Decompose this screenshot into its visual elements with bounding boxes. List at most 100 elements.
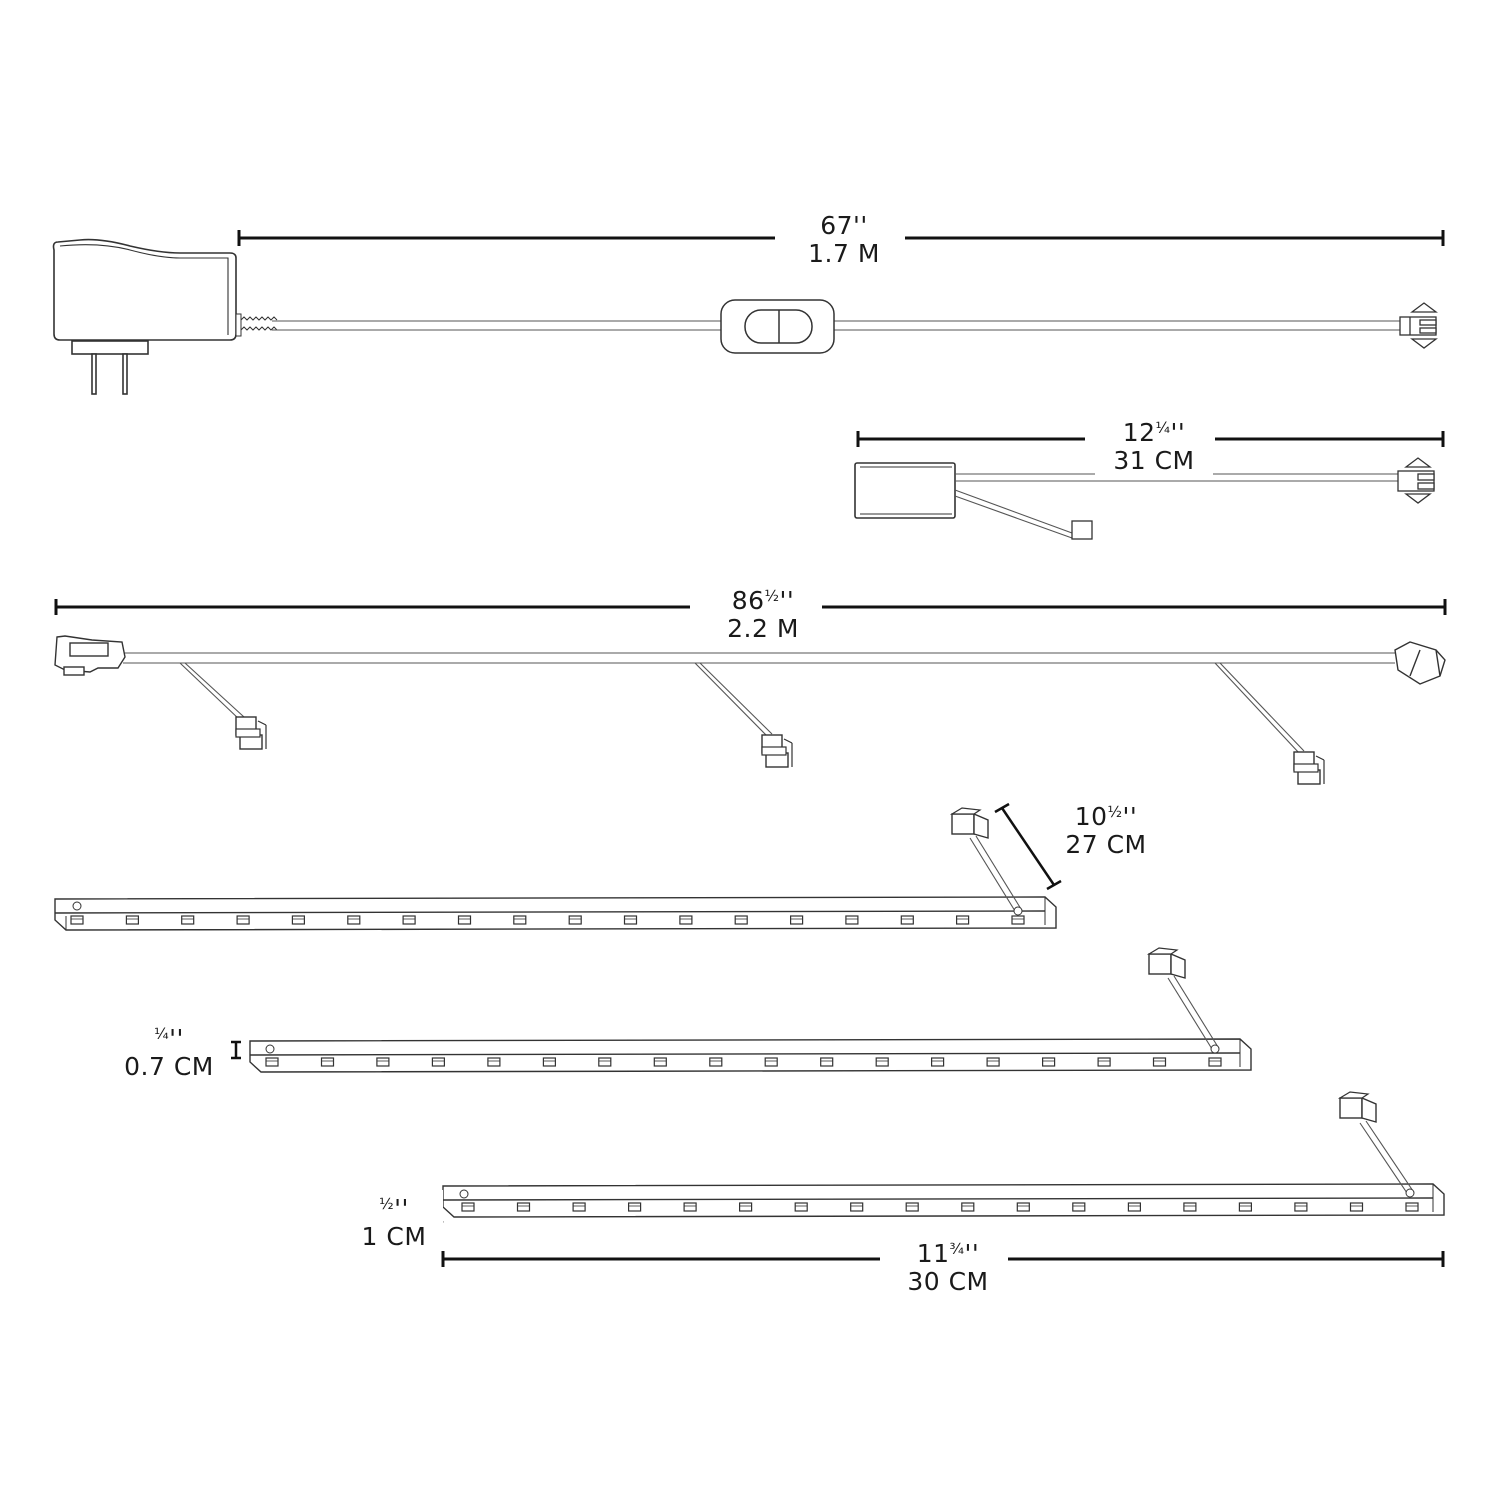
dimension-label-module: 12¼'' 31 CM [1095, 414, 1213, 475]
strain-relief-icon [235, 313, 278, 337]
bar-body [54, 896, 1057, 931]
led-chip-icon [181, 915, 195, 925]
led-chip-icon [961, 1202, 975, 1212]
led-chip-icon [734, 915, 748, 925]
led-chip-icon [900, 915, 914, 925]
metric-value: 30 CM [907, 1267, 989, 1296]
metric-value: 0.7 CM [124, 1052, 214, 1081]
led-chip-icon [568, 915, 582, 925]
power-adapter-assembly [52, 230, 1445, 395]
led-chip-icon [1208, 1057, 1222, 1067]
led-chip-icon [542, 1057, 557, 1067]
led-chip-icon [789, 915, 804, 925]
wall-adapter-icon [52, 238, 237, 395]
led-chip-icon [845, 915, 859, 925]
bar-body [442, 1183, 1445, 1218]
metric-value: 1.7 M [808, 239, 880, 268]
led-chip-icon [1294, 1202, 1308, 1212]
led-chip-icon [431, 1057, 445, 1067]
branch-connector-2-icon [761, 734, 793, 768]
dimension-line-adapter [237, 230, 1445, 246]
led-chip-icon [1152, 1057, 1167, 1067]
led-chip-icon [265, 1057, 279, 1067]
imperial-value: 10½'' [1074, 802, 1138, 831]
dimension-height-marker [231, 1040, 241, 1060]
led-chip-icon [875, 1057, 889, 1067]
led-chip-icon [598, 1057, 612, 1067]
led-chip-icon [320, 1057, 335, 1067]
led-chip-icon [1097, 1057, 1111, 1067]
led-chip-icon [461, 1202, 475, 1212]
metric-value: 2.2 M [727, 614, 799, 643]
led-chip-icon [905, 1202, 919, 1212]
led-chip-icon [1183, 1202, 1197, 1212]
light-bar-2 [231, 947, 1252, 1073]
led-chip-icon [683, 1202, 697, 1212]
dimension-label-lead: 10½'' 27 CM [1052, 798, 1160, 859]
bar-lead [969, 835, 1022, 912]
connector-icon [1399, 302, 1438, 349]
bar-body [249, 1038, 1252, 1073]
led-chip-icon [513, 915, 527, 925]
led-chip-icon [794, 1202, 808, 1212]
imperial-value: 11¾'' [916, 1239, 980, 1268]
dimension-line-length [441, 1251, 1445, 1267]
inline-switch-icon[interactable] [720, 299, 835, 354]
imperial-value: 67'' [820, 211, 868, 240]
led-chip-icon [516, 1202, 531, 1212]
bar-plug-icon [1148, 947, 1186, 979]
led-chip-icon [70, 915, 84, 925]
led-chip-icon [1016, 1202, 1030, 1212]
light-bar-3 [425, 1091, 1445, 1267]
dimension-label-length: 11¾'' 30 CM [892, 1235, 1004, 1296]
led-chip-icon [986, 1057, 1000, 1067]
chain-cable [123, 652, 1395, 755]
led-chip-icon [679, 915, 693, 925]
bar-lead [1359, 1120, 1414, 1194]
metric-value: 31 CM [1113, 446, 1195, 475]
led-chip-icon [125, 915, 139, 925]
control-box-icon [854, 462, 956, 519]
led-chip-icon [764, 1057, 778, 1067]
led-chip-icon [457, 915, 472, 925]
led-chip-icon [738, 1202, 753, 1212]
dimension-label-chain: 86½'' 2.2 M [704, 582, 822, 643]
imperial-value: 12¼'' [1122, 418, 1186, 447]
led-chip-icon [572, 1202, 586, 1212]
chain-output-connector-icon [1394, 641, 1446, 685]
bar-lead [1167, 975, 1219, 1050]
led-chip-icon [1011, 915, 1025, 925]
imperial-value: ½'' [379, 1194, 409, 1223]
side-lead-connector-icon [1071, 520, 1093, 540]
bar-plug-icon [951, 807, 989, 839]
dimension-label-depth: ½'' 1 CM [345, 1190, 443, 1251]
led-chip-icon [1405, 1202, 1419, 1212]
module-cable [954, 473, 1398, 539]
branch-connector-3-icon [1293, 751, 1325, 785]
imperial-value: ¼'' [154, 1024, 184, 1053]
daisy-chain-assembly [54, 599, 1447, 785]
dimension-label-height: ¼'' 0.7 CM [110, 1020, 228, 1081]
module-connector-icon [1397, 457, 1435, 504]
branch-connector-1-icon [235, 716, 267, 750]
led-chip-icon [820, 1057, 834, 1067]
led-chip-icon [955, 915, 970, 925]
dimension-line-module [856, 431, 1445, 447]
chain-input-connector-icon [54, 635, 126, 676]
led-chip-icon [1072, 1202, 1086, 1212]
metric-value: 27 CM [1065, 830, 1147, 859]
led-chip-icon [850, 1202, 864, 1212]
led-chip-icon [402, 915, 416, 925]
dimension-label-adapter: 67'' 1.7 M [790, 212, 898, 268]
led-chip-icon [1041, 1057, 1056, 1067]
led-chip-icon [623, 915, 638, 925]
control-module-assembly [854, 431, 1445, 540]
led-chip-icon [347, 915, 361, 925]
led-chip-icon [1349, 1202, 1364, 1212]
dimension-line-lead [994, 802, 1062, 891]
led-chip-icon [1127, 1202, 1142, 1212]
bar-plug-icon [1339, 1091, 1377, 1123]
light-bar-1 [54, 802, 1062, 931]
led-chip-icon [653, 1057, 667, 1067]
